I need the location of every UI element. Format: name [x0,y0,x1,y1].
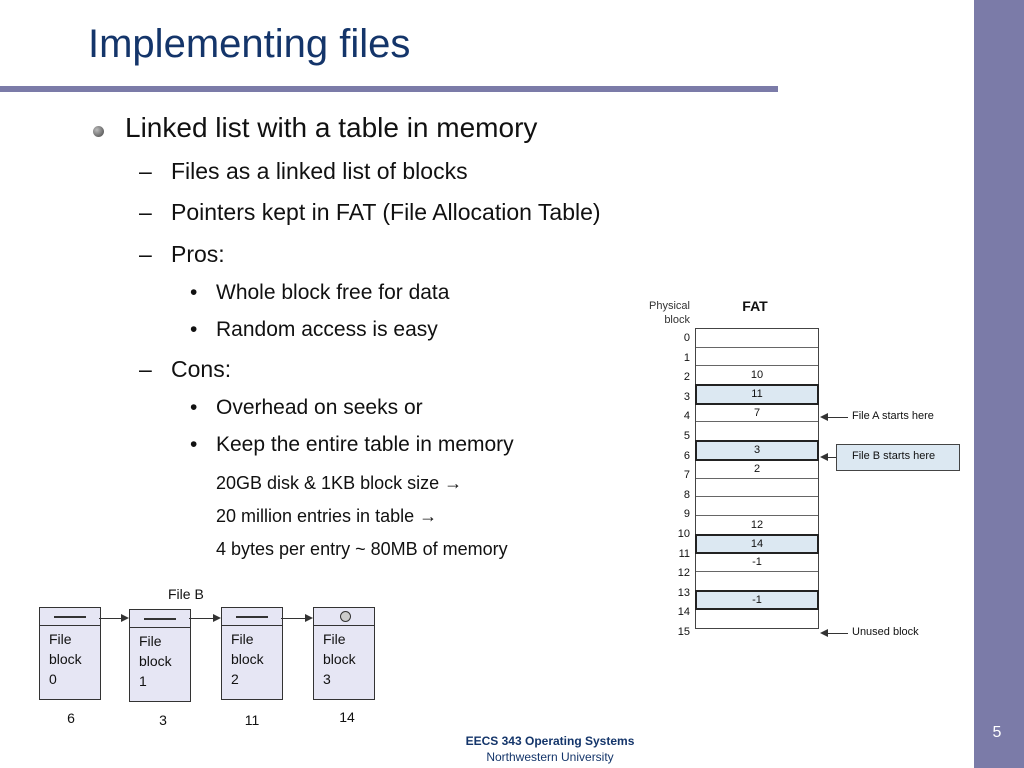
physical-block-index: 4 [683,410,690,423]
physical-block-index: 9 [683,508,690,521]
dash-icon: – [139,356,152,382]
fat-entry: 3 [695,440,819,461]
pros-item: Random access is easy [216,318,438,341]
arrow-head-icon [820,453,828,461]
physical-block-index: 8 [683,488,690,501]
file-block: File block 0 [39,607,101,700]
file-b-annotation: File B starts here [852,450,936,462]
connector-line [281,618,305,619]
note-line: 20GB disk & 1KB block size → [216,473,463,493]
bullet-sub-1: Files as a linked list of blocks [171,158,468,184]
fat-entry [696,609,818,628]
pros-item: Whole block free for data [216,281,450,304]
slide-sidebar [974,0,1024,768]
bullet-sub-2: Pointers kept in FAT (File Allocation Ta… [171,199,601,225]
unused-annotation: Unused block [852,626,919,638]
dash-icon: – [139,199,152,225]
file-block: File block 1 [129,609,191,702]
slide-title: Implementing files [88,22,411,66]
arrow-head-icon [121,614,129,622]
physical-block-index: 11 [678,547,690,560]
block-number: 14 [339,709,355,725]
arrow-head-icon [820,413,828,421]
fat-entry: 7 [696,404,818,423]
physical-block-index: 12 [677,567,690,580]
arrow-head-icon [820,629,828,637]
fat-entry [696,329,818,348]
bullet-pros: Pros: [171,241,225,267]
physical-block-index: 7 [683,469,690,482]
fat-entry: -1 [696,553,818,572]
cons-item: Keep the entire table in memory [216,433,514,456]
arrow-line [826,457,836,458]
file-block: File block 2 [221,607,283,700]
note-line: 20 million entries in table → [216,506,438,526]
null-pointer-icon [340,611,351,622]
fat-entry: 2 [696,460,818,479]
note-line: 4 bytes per entry ~ 80MB of memory [216,539,508,559]
physical-block-index: 3 [683,390,690,403]
fat-entry [696,479,818,498]
block-number: 11 [244,712,260,728]
file-block: File block 3 [313,607,375,700]
bullet-dot-icon: • [190,433,198,456]
fat-entry: 12 [696,516,818,535]
bullet-dot-icon: • [190,396,198,419]
connector-line [99,618,121,619]
fat-entry [696,422,818,442]
title-rule [0,86,778,92]
pointer-icon [236,616,268,618]
physical-block-index: 13 [677,586,690,599]
page-number: 5 [992,724,1002,741]
bullet-dot-icon [93,126,104,137]
connector-line [189,618,213,619]
fat-title: FAT [742,298,768,314]
file-a-annotation: File A starts here [852,410,934,422]
file-b-annotation-box [836,444,960,471]
fat-entry: 10 [696,366,818,386]
physical-block-index: 1 [683,351,690,364]
bullet-main: Linked list with a table in memory [125,112,538,143]
physical-block-index: 6 [683,449,690,462]
physical-block-index: 15 [677,625,690,638]
pointer-icon [144,618,176,620]
bullet-cons: Cons: [171,356,232,382]
dash-icon: – [139,158,152,184]
fat-entry: 11 [695,384,819,405]
physical-block-index: 10 [677,527,690,540]
arrow-head-icon [305,614,313,622]
physical-block-label: Physical block [649,300,690,326]
dash-icon: – [139,241,152,267]
arrow-line [826,633,848,634]
physical-block-index: 5 [683,429,690,442]
arrow-head-icon [213,614,221,622]
file-b-label: File B [168,586,204,602]
fat-entry [696,348,818,367]
pointer-icon [54,616,86,618]
block-number: 3 [159,712,167,728]
block-number: 6 [67,710,75,726]
arrow-line [826,417,848,418]
physical-block-index: 0 [683,332,690,344]
fat-entry: -1 [695,589,819,611]
physical-block-index: 14 [677,606,690,619]
fat-entry: 14 [695,533,819,555]
physical-block-index: 2 [683,371,690,384]
bullet-dot-icon: • [190,318,198,341]
fat-entry [696,572,818,591]
cons-item: Overhead on seeks or [216,396,423,419]
footer: EECS 343 Operating Systems Northwestern … [465,734,635,764]
bullet-dot-icon: • [190,281,198,304]
fat-entry [696,497,818,516]
